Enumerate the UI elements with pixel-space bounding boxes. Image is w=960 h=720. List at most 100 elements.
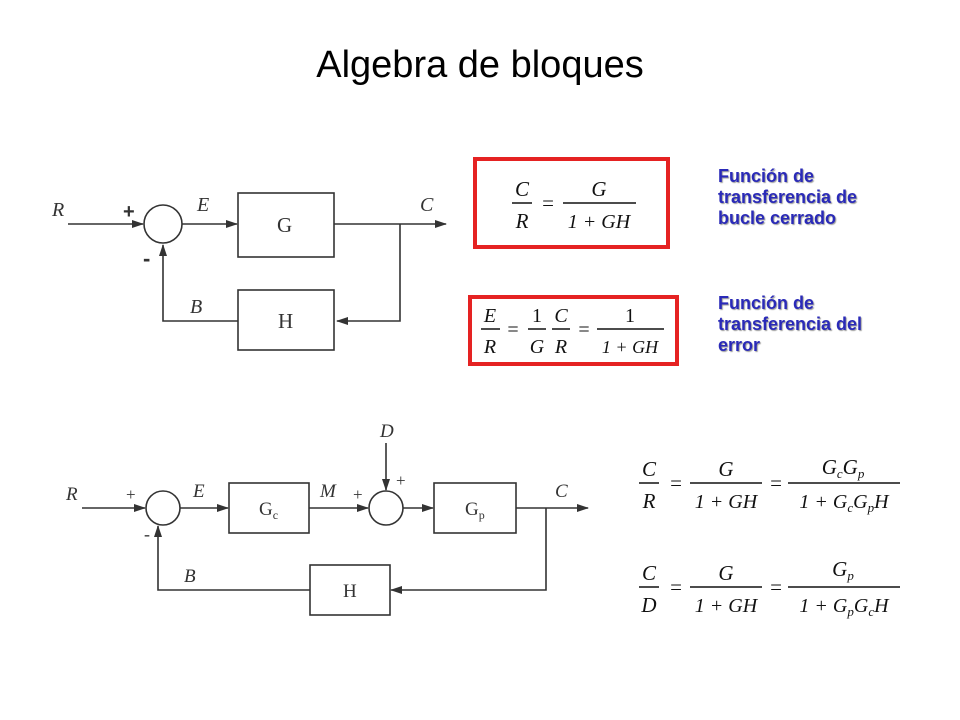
eq4-gp: G	[832, 557, 847, 581]
eq2-equals-2: =	[578, 319, 589, 341]
eq2-den-R2: R	[554, 336, 567, 358]
label-closed-loop-tf: Función de transferencia de bucle cerrad…	[718, 166, 857, 229]
signal-E: E	[196, 194, 209, 216]
equation-error: E R = 1 G C R = 1 1 + GH	[481, 305, 664, 358]
eq3-den: 1 + GH	[695, 491, 759, 513]
eq3-den-R: R	[642, 489, 656, 513]
eq4-one-plus: 1 +	[799, 595, 833, 617]
eq1-num-G: G	[591, 177, 606, 201]
eq3-equals-2: =	[770, 471, 782, 495]
minus-sign-2: -	[144, 524, 150, 544]
eq4-den-full: 1 + GpGcH	[799, 595, 890, 619]
eq4-den: 1 + GH	[695, 595, 759, 617]
eq3-den-p: p	[867, 500, 875, 515]
eq3-den-c: c	[847, 500, 853, 515]
label-error-line-2: transferencia del	[718, 314, 863, 334]
signal-C2: C	[555, 481, 568, 502]
block-Gp-label: Gp	[465, 499, 485, 522]
diagram-closed-loop	[68, 192, 447, 351]
eq4-p: p	[846, 568, 854, 583]
eq4-equals-1: =	[670, 575, 682, 599]
plus-sign: +	[123, 201, 135, 223]
eq3-den-gp: G	[853, 491, 868, 513]
eq2-den: 1 + GH	[602, 337, 659, 357]
signal-E2: E	[192, 481, 205, 502]
label-closed-loop-line-1: Función de	[718, 166, 814, 186]
summing-junction-2	[368, 490, 404, 526]
minus-sign: -	[143, 246, 150, 271]
equation-2-highlight-box	[468, 295, 679, 366]
block-G-label: G	[277, 213, 292, 237]
eq4-den-gc: G	[854, 595, 869, 617]
eq2-den-R: R	[483, 336, 496, 358]
eq3-p: p	[857, 466, 865, 481]
eq1-den-R: R	[515, 209, 529, 233]
eq3-den-gc: G	[833, 491, 848, 513]
feedback-line-B2	[154, 525, 310, 591]
eq3-gc: G	[822, 455, 837, 479]
equation-closed-loop-2: C R = G 1 + GH = GcGp 1 + GcGpH	[639, 455, 900, 515]
eq3-gp: G	[843, 455, 858, 479]
eq2-num-1: 1	[532, 305, 542, 327]
signal-R: R	[51, 199, 64, 221]
diagram-disturbance	[82, 443, 589, 616]
equation-closed-loop: C R = G 1 + GH	[512, 177, 636, 233]
eq2-equals-1: =	[507, 319, 518, 341]
block-Gc-sub: c	[273, 508, 278, 522]
label-error-line-1: Función de	[718, 293, 814, 313]
block-H	[237, 289, 335, 351]
eq4-den-D: D	[640, 593, 656, 617]
eq1-den: 1 + GH	[568, 211, 632, 233]
eq3-equals-1: =	[670, 471, 682, 495]
signal-R2: R	[65, 484, 78, 505]
eq2-num-E: E	[483, 305, 496, 327]
eq3-den-full: 1 + GcGpH	[799, 491, 890, 515]
slide-title: Algebra de bloques	[316, 44, 644, 86]
eq2-den-G: G	[530, 336, 545, 358]
block-H2-label: H	[343, 581, 357, 602]
feedback-line	[336, 224, 401, 325]
summing-junction	[143, 204, 183, 244]
eq1-num-C: C	[515, 177, 530, 201]
block-Gp-base: G	[465, 499, 479, 520]
block-H-label: H	[278, 309, 293, 333]
eq1-equals: =	[542, 191, 554, 215]
equation-disturbance: C D = G 1 + GH = Gp 1 + GpGcH	[639, 557, 900, 619]
feedback-line-2	[390, 508, 547, 594]
plus-sign-2a: +	[126, 485, 136, 504]
eq3-one-plus: 1 +	[799, 491, 833, 513]
block-Gc-label: Gc	[259, 499, 278, 522]
signal-C: C	[420, 194, 434, 216]
eq3-c: c	[837, 466, 843, 481]
eq3-den-h: H	[873, 491, 890, 513]
eq4-den-c: c	[868, 604, 874, 619]
feedback-line-B	[159, 244, 238, 322]
eq4-num-G: G	[718, 561, 733, 585]
label-closed-loop-line-2: transferencia de	[718, 187, 858, 207]
eq3-num-C: C	[642, 457, 657, 481]
eq4-equals-2: =	[770, 575, 782, 599]
eq3-num-G: G	[718, 457, 733, 481]
equation-1-highlight-box	[473, 157, 670, 249]
block-G	[237, 192, 335, 258]
eq3-num-GcGp: GcGp	[822, 455, 865, 481]
plus-sign-2b: +	[353, 485, 363, 504]
eq4-den-gp: G	[833, 595, 848, 617]
signal-D: D	[379, 421, 394, 442]
plus-sign-2c: +	[396, 471, 406, 490]
eq4-num-Gp: Gp	[832, 557, 854, 583]
label-error-line-3: error	[718, 335, 761, 355]
eq4-num-C: C	[642, 561, 657, 585]
signal-B: B	[190, 296, 202, 318]
signal-B2: B	[184, 566, 196, 587]
block-Gc-base: G	[259, 499, 273, 520]
eq2-num-1b: 1	[625, 305, 635, 327]
eq2-num-C: C	[554, 305, 568, 327]
label-error-tf: Función de transferencia del error	[718, 293, 862, 356]
eq4-den-p: p	[846, 604, 854, 619]
signal-M: M	[319, 481, 337, 502]
diagram-closed-loop-text: R + - E G C H B	[51, 194, 434, 333]
diagram-disturbance-text: R + - E Gc M + + D Gp C H B	[65, 421, 568, 602]
label-closed-loop-line-3: bucle cerrado	[718, 208, 837, 228]
